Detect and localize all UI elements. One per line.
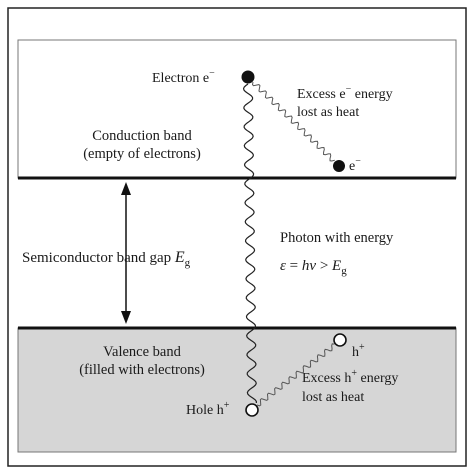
hole-dot — [245, 403, 259, 417]
electron-relaxed-label: e− — [349, 156, 361, 174]
valence-band-title: Valence band — [103, 344, 181, 360]
electron-heat-wave — [251, 81, 335, 162]
valence-band-subtitle: (filled with electrons) — [79, 362, 205, 378]
conduction-band-subtitle: (empty of electrons) — [83, 146, 201, 162]
hole-dot-relaxed — [333, 333, 347, 347]
electron-dot — [241, 70, 255, 84]
excess-electron-heat-label: lost as heat — [297, 105, 359, 120]
valence-band-region — [17, 327, 457, 453]
hole-heat-wave — [256, 343, 335, 407]
hole-label: Hole h+ — [186, 400, 230, 418]
excess-electron-energy-label: Excess e− energy — [297, 84, 393, 102]
band-gap-label: Semiconductor band gap Eg — [22, 249, 191, 269]
photon-wave — [242, 83, 257, 403]
excess-hole-heat-label: lost as heat — [302, 390, 364, 405]
conduction-band-title: Conduction band — [92, 128, 192, 144]
photon-label: Photon with energy — [280, 230, 394, 246]
excess-hole-energy-label: Excess h+ energy — [302, 368, 398, 386]
hole-relaxed-label: h+ — [352, 342, 365, 360]
electron-dot-relaxed — [333, 160, 345, 172]
electron-label: Electron e− — [152, 68, 215, 86]
conduction-band-region — [17, 39, 457, 179]
photon-equation: ε = hν > Eg — [280, 258, 347, 277]
band-gap-arrow — [121, 182, 131, 324]
